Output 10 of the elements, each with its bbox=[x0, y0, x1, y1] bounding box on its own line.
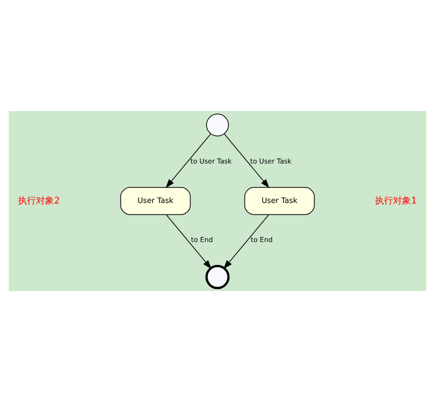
node-box: User Task bbox=[244, 187, 315, 215]
arrow bbox=[166, 214, 212, 270]
node-circle bbox=[205, 264, 230, 290]
arrow bbox=[223, 214, 270, 270]
label: 执行对象1 bbox=[375, 196, 417, 206]
node-circle bbox=[206, 114, 229, 136]
arrow bbox=[224, 134, 270, 188]
node-box: User Task bbox=[120, 187, 191, 215]
arrow bbox=[166, 134, 211, 188]
label: 执行对象2 bbox=[18, 196, 60, 206]
